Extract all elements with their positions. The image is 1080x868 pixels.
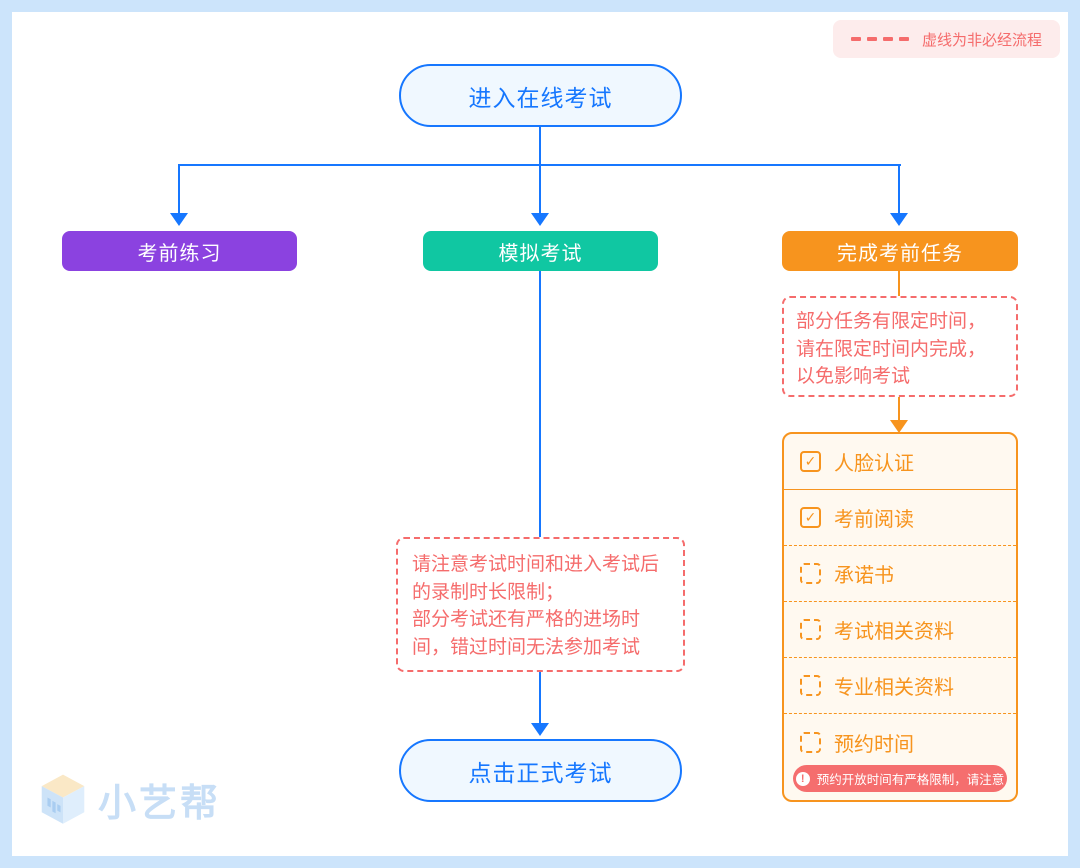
exclamation-circle-icon: !: [795, 771, 810, 786]
checklist-item-label: 考前阅读: [834, 509, 914, 531]
cube-logo-icon: [41, 774, 85, 824]
node-pre-exam-tasks: 完成考前任务: [782, 231, 1018, 271]
connector-left-vertical: [178, 164, 180, 214]
connector-horizontal: [179, 164, 901, 166]
connector-start-vertical: [539, 127, 541, 214]
logo-text: 小艺帮: [98, 783, 222, 825]
dashed-line-icon: [850, 37, 909, 41]
checklist-row-4: 专业相关资料: [784, 658, 1016, 714]
pre-exam-task-checklist: 人脸认证 考前阅读 承诺书 考试相关资料 专业相关资料 预约时间 ! 预约开放时…: [782, 432, 1018, 802]
checklist-item-label: 预约时间: [834, 733, 914, 756]
node-mock-exam: 模拟考试: [423, 231, 658, 271]
checklist-row-0: 人脸认证: [784, 434, 1016, 490]
checklist-item-label: 考试相关资料: [834, 621, 954, 643]
legend-label: 虚线为非必经流程: [921, 31, 1042, 49]
note-exam-time-line1: 请注意考试时间和进入考试后的录制时长限制；: [412, 554, 660, 603]
checkbox-empty-icon: [800, 563, 821, 584]
note-task-time-limit: 部分任务有限定时间，请在限定时间内完成，以免影响考试: [782, 296, 1018, 397]
node-start-online-exam: 进入在线考试: [399, 64, 682, 127]
checklist-row-2: 承诺书: [784, 546, 1016, 602]
checkbox-empty-icon: [800, 619, 821, 640]
arrow-down-icon: [531, 723, 549, 736]
checklist-row-5: 预约时间: [784, 714, 1016, 770]
checkbox-empty-icon: [800, 731, 821, 753]
checklist-item-label: 人脸认证: [834, 453, 914, 475]
checklist-item-label: 专业相关资料: [834, 677, 954, 699]
legend-dashed-optional: 虚线为非必经流程: [832, 20, 1060, 58]
node-formal-exam: 点击正式考试: [399, 739, 682, 802]
checkbox-empty-icon: [800, 675, 821, 696]
booking-warning-text: 预约开放时间有严格限制，请注意: [816, 773, 1005, 787]
booking-warning-badge: ! 预约开放时间有严格限制，请注意: [793, 765, 1007, 792]
node-pre-exam-practice: 考前练习: [62, 231, 297, 271]
checklist-item-label: 承诺书: [834, 565, 894, 587]
checkbox-checked-icon: [800, 507, 821, 528]
checklist-row-3: 考试相关资料: [784, 602, 1016, 658]
checklist-row-1: 考前阅读: [784, 490, 1016, 546]
arrow-down-icon: [170, 213, 188, 226]
connector-right-vertical: [898, 164, 900, 214]
arrow-down-icon: [531, 213, 549, 226]
arrow-down-icon: [890, 420, 908, 433]
note-exam-time-line2: 部分考试还有严格的进场时间，错过时间无法参加考试: [412, 609, 641, 658]
xiaoyibang-logo: 小艺帮: [38, 772, 221, 827]
checkbox-checked-icon: [800, 451, 821, 472]
connector-mock-to-note: [539, 271, 541, 537]
arrow-down-icon: [890, 213, 908, 226]
connector-note-to-checklist: [898, 397, 900, 421]
connector-tasks-to-note: [898, 271, 900, 296]
connector-note-to-end: [539, 672, 541, 724]
note-exam-time: 请注意考试时间和进入考试后的录制时长限制； 部分考试还有严格的进场时间，错过时间…: [396, 537, 685, 672]
